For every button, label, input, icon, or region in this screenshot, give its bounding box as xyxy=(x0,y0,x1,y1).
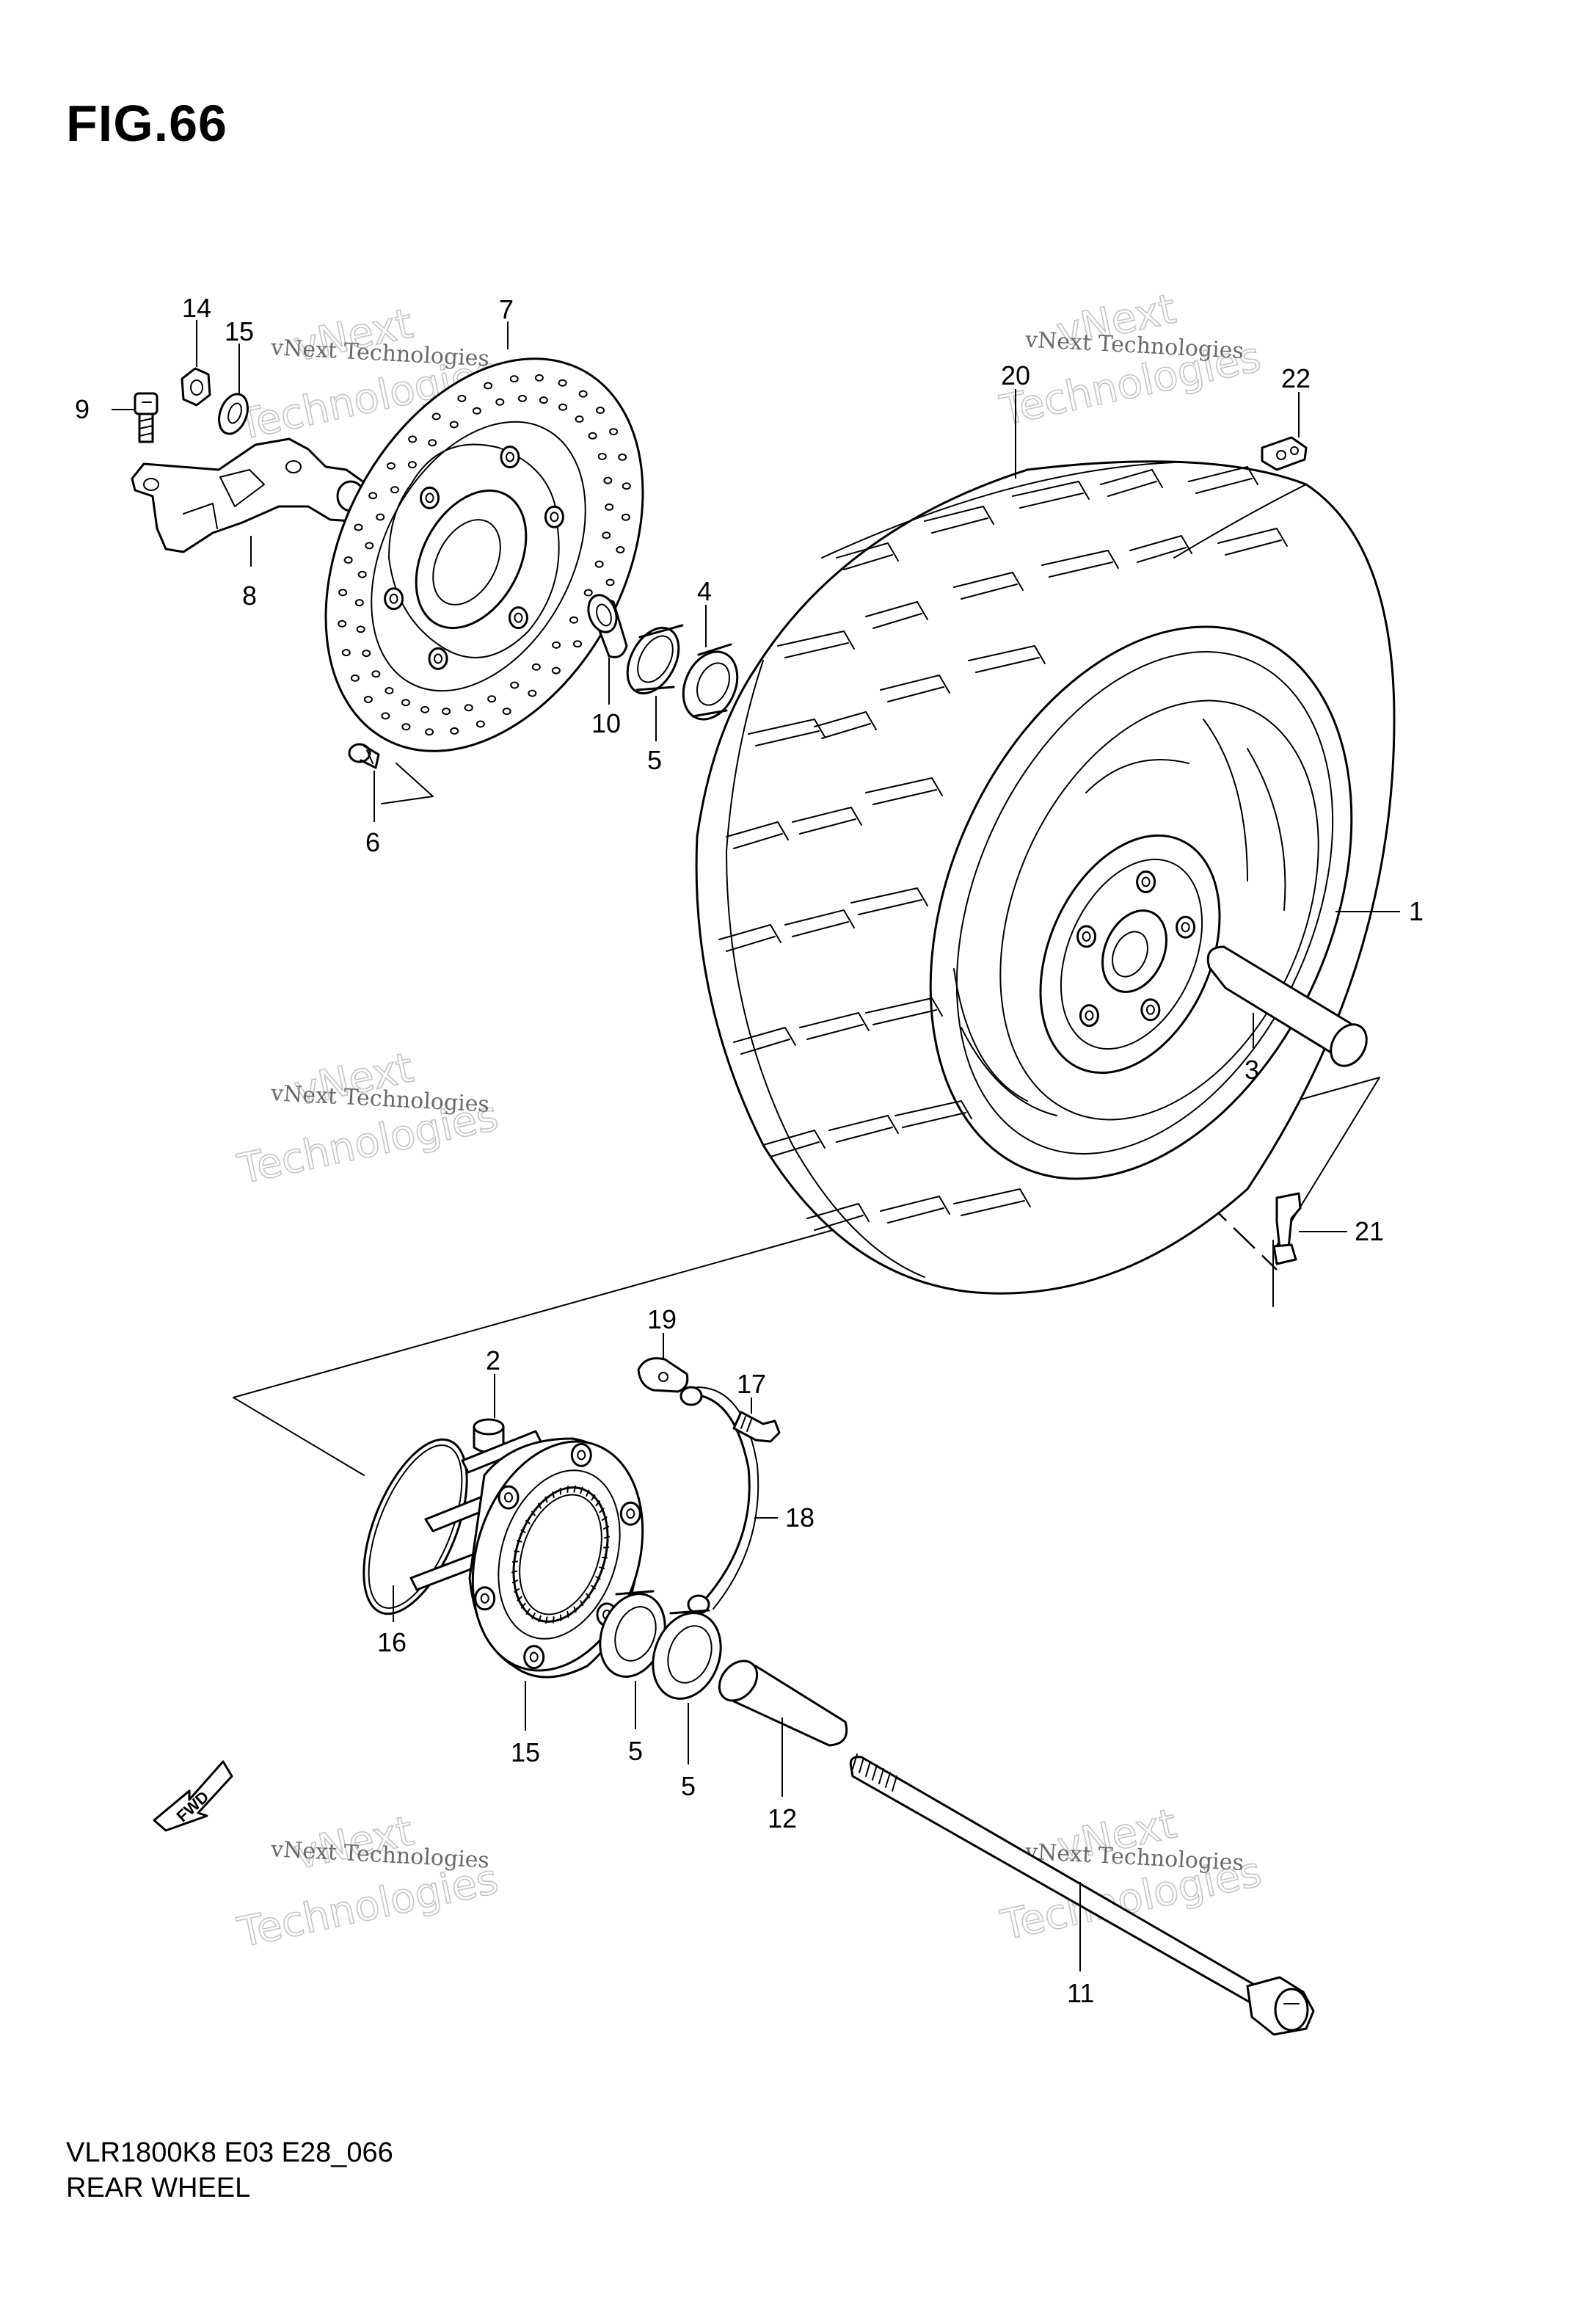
watermark-2: vNext Technologies vNext Technologies xyxy=(996,285,1266,436)
part-1-rim xyxy=(953,699,1319,1121)
watermark-5: vNext Technologies vNext Technologies xyxy=(233,1806,503,1957)
part-11-rear-axle xyxy=(849,1753,1315,2036)
part-9-caliper-bracket xyxy=(131,437,371,553)
figure-title: FIG.66 xyxy=(66,95,227,152)
callout-17: 16 xyxy=(377,1627,407,1657)
part-18-screw xyxy=(732,1411,781,1443)
part-20-lock-plate xyxy=(637,1357,689,1393)
part-7-brake-disc xyxy=(324,357,644,752)
callout-14: 14 xyxy=(182,293,211,323)
callout-8: 6 xyxy=(365,827,380,857)
diagram-code: VLR1800K8 E03 E28_066 xyxy=(66,2137,393,2168)
part-15-washer xyxy=(218,393,249,435)
part-5-bearing-b xyxy=(652,1609,722,1700)
part-2-damper xyxy=(473,1418,505,1453)
callout-7: 7 xyxy=(499,294,514,324)
callout-10: 9 xyxy=(75,394,90,424)
callout-3: 3 xyxy=(1245,1055,1259,1085)
callout-4: 4 xyxy=(697,576,712,606)
watermark-3: vNext Technologies vNext Technologies xyxy=(233,1043,503,1194)
part-5-bearing-a xyxy=(599,1590,666,1678)
part-12-spacer xyxy=(587,594,628,658)
callout-18: 17 xyxy=(737,1369,766,1399)
part-17-o-ring xyxy=(362,1438,468,1615)
callout-20: 19 xyxy=(647,1304,677,1334)
callout-5-a: 5 xyxy=(628,1736,643,1766)
callout-leaders xyxy=(112,320,1400,1971)
callout-16: 15 xyxy=(511,1737,540,1767)
part-21-tire xyxy=(695,460,1396,1295)
callout-22: 21 xyxy=(1355,1216,1384,1246)
callout-6: 5 xyxy=(647,745,662,775)
callout-19: 18 xyxy=(785,1502,815,1533)
diagram-name: REAR WHEEL xyxy=(66,2173,251,2203)
callout-2: 2 xyxy=(486,1345,500,1375)
fwd-direction-arrow: FWD xyxy=(153,1760,233,1832)
part-22-valve xyxy=(1272,1192,1302,1265)
callout-labels: 14 15 9 8 7 6 10 5 4 20 22 1 3 21 19 17 … xyxy=(75,293,1424,2008)
part-10-bolt xyxy=(134,392,158,443)
part-6-oil-seal xyxy=(626,624,684,695)
part-14-nut xyxy=(181,367,211,407)
part-19-circlip xyxy=(679,1386,759,1615)
part-8-disc-bolt xyxy=(348,743,380,769)
part-3-wheel-axle-shaft xyxy=(1206,945,1368,1067)
callout-15: 15 xyxy=(225,316,254,346)
part-16-hub xyxy=(409,1430,644,1679)
callout-5-b: 5 xyxy=(681,1771,696,1801)
callout-9: 8 xyxy=(242,581,257,611)
part-13-spacer xyxy=(718,1660,848,1747)
callout-23: 22 xyxy=(1281,363,1311,393)
callout-1: 1 xyxy=(1409,896,1424,926)
part-4-bearing xyxy=(682,643,739,721)
callout-11: 11 xyxy=(1067,1978,1094,2008)
part-23-balancer xyxy=(1261,436,1308,471)
callout-12: 10 xyxy=(591,708,621,738)
callout-21: 20 xyxy=(1001,360,1030,390)
callout-13: 12 xyxy=(768,1803,797,1833)
